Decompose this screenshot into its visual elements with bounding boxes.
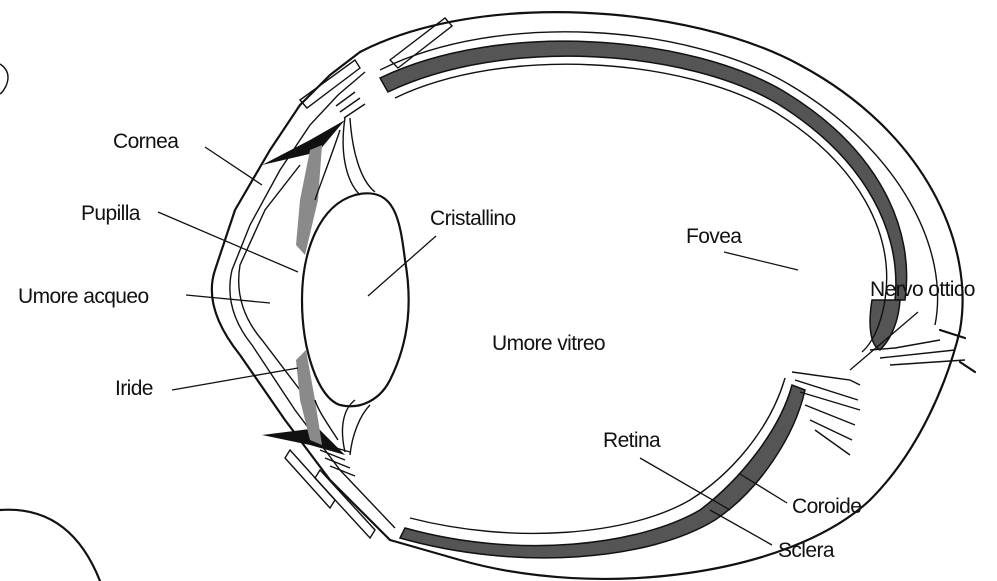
optic-nerve-lower bbox=[792, 372, 860, 455]
label-fovea: Fovea bbox=[686, 225, 742, 248]
cornea-outer bbox=[212, 52, 390, 540]
background-fragment-bottom-left bbox=[0, 510, 100, 581]
iris-upper bbox=[296, 145, 322, 255]
leader-cornea bbox=[205, 147, 262, 185]
label-iride: Iride bbox=[115, 377, 153, 400]
label-pupilla: Pupilla bbox=[81, 202, 141, 225]
label-sclera: Sclera bbox=[778, 539, 835, 562]
label-cornea: Cornea bbox=[113, 130, 179, 153]
ciliary-lines-top bbox=[336, 92, 365, 118]
zonule-top bbox=[315, 118, 375, 200]
background-fragment-top-left bbox=[0, 64, 8, 94]
leader-fovea bbox=[724, 252, 798, 270]
label-nervo-ottico: Nervo ottico bbox=[870, 278, 975, 301]
sclera-plate-bottom-2 bbox=[315, 470, 375, 538]
label-cristallino: Cristallino bbox=[430, 207, 516, 230]
choroid-band-bottom bbox=[400, 385, 805, 558]
leader-sclera bbox=[710, 510, 772, 545]
label-retina: Retina bbox=[603, 429, 661, 452]
choroid-band-fovea bbox=[870, 300, 900, 350]
label-coroide: Coroide bbox=[792, 495, 861, 518]
leader-pupilla bbox=[158, 212, 298, 272]
lens bbox=[302, 193, 409, 406]
anterior-chamber-line bbox=[239, 165, 300, 390]
leader-umore-acqueo bbox=[186, 295, 270, 303]
sclera-outer-inner-line bbox=[380, 32, 938, 325]
label-umore-vitreo: Umore vitreo bbox=[492, 332, 605, 355]
label-umore-acqueo: Umore acqueo bbox=[18, 285, 149, 308]
